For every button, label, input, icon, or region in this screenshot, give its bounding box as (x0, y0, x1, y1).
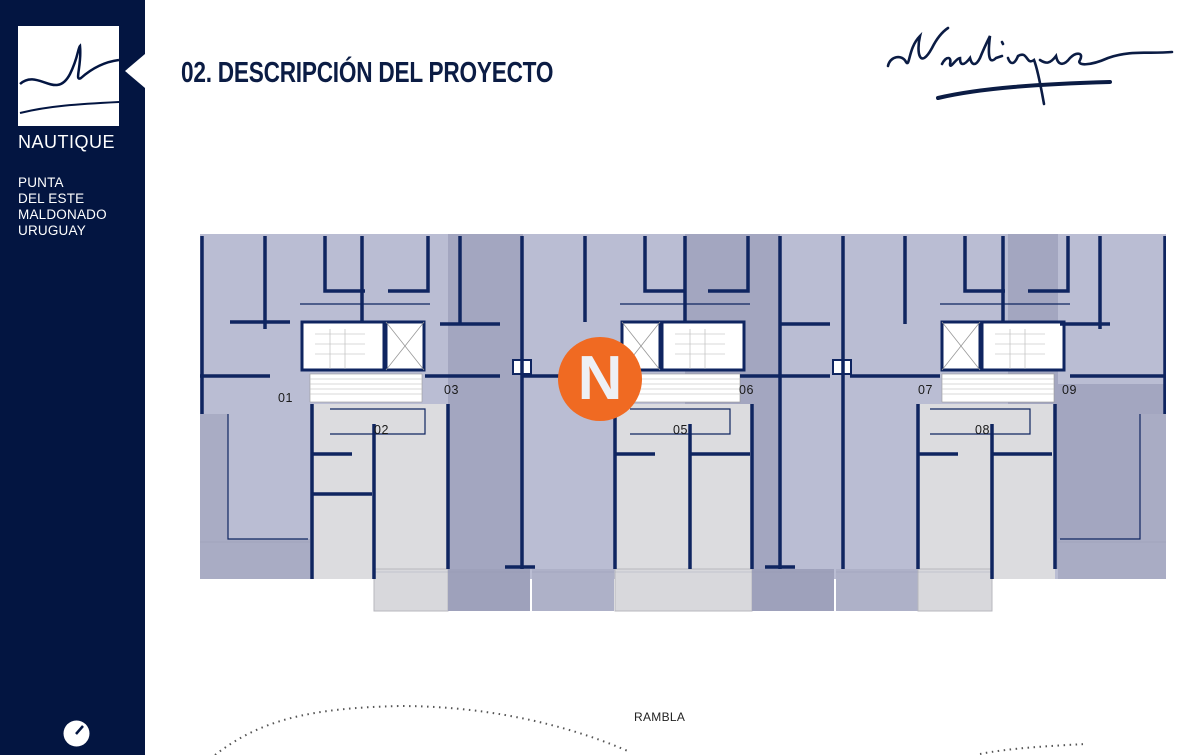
unit-label-08[interactable]: 08 (975, 423, 990, 437)
page-title: 02. DESCRIPCIÓN DEL PROYECTO (181, 57, 554, 89)
north-badge-icon[interactable]: N (558, 337, 642, 421)
unit-label-09[interactable]: 09 (1062, 383, 1077, 397)
location-line: URUGUAY (18, 223, 86, 238)
nautique-logo-icon[interactable] (18, 26, 119, 126)
compass-dial-icon[interactable] (63, 720, 90, 747)
floor-plan (200, 234, 1166, 614)
unit-label-03[interactable]: 03 (444, 383, 459, 397)
brand-name: NAUTIQUE (18, 132, 116, 152)
location-line: PUNTA (18, 175, 64, 190)
unit-label-02[interactable]: 02 (374, 423, 389, 437)
sidebar: NAUTIQUE PUNTA DEL ESTE MALDONADO URUGUA… (0, 0, 145, 755)
unit-label-07[interactable]: 07 (918, 383, 933, 397)
sidebar-notch (125, 54, 145, 88)
unit-label-06[interactable]: 06 (739, 383, 754, 397)
location-line: DEL ESTE (18, 191, 85, 206)
nautique-signature-logo (880, 18, 1185, 113)
location-text: PUNTA DEL ESTE MALDONADO URUGUAY (18, 175, 107, 239)
unit-label-05[interactable]: 05 (673, 423, 688, 437)
rambla-path (200, 690, 1200, 755)
location-line: MALDONADO (18, 207, 107, 222)
unit-label-01[interactable]: 01 (278, 391, 293, 405)
north-badge-letter: N (577, 344, 623, 413)
street-label-rambla: RAMBLA (634, 710, 686, 724)
